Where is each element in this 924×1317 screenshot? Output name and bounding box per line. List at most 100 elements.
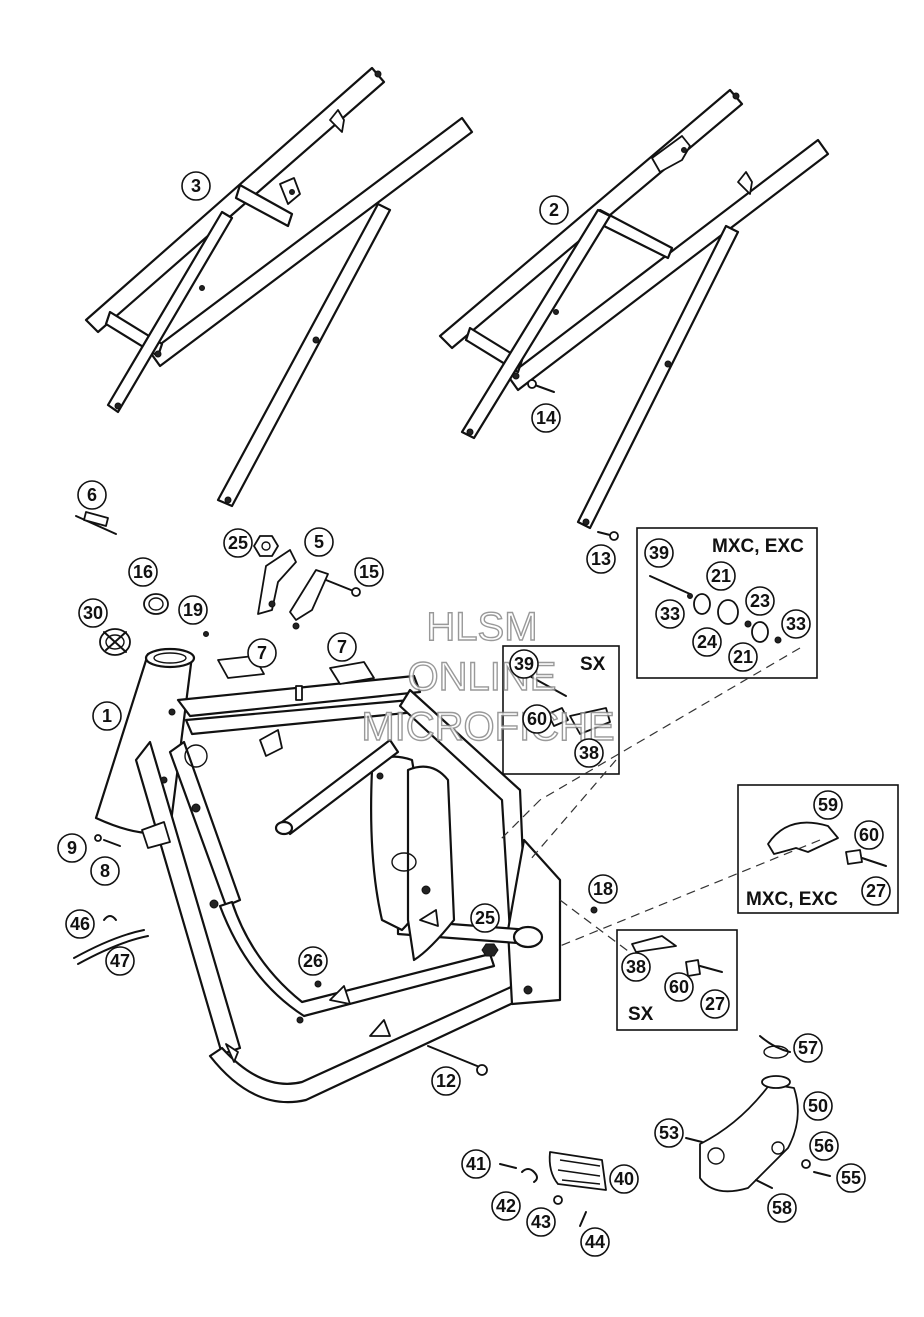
svg-text:39: 39 (514, 654, 534, 674)
callout-25b: 25 (470, 903, 500, 933)
bolt-13 (597, 531, 619, 541)
callout-60b: 60 (854, 820, 884, 850)
callouts: 1 2 3 5 6 7 7 8 9 12 13 14 15 16 18 19 2… (57, 171, 891, 1257)
svg-text:60: 60 (669, 977, 689, 997)
svg-text:15: 15 (359, 562, 379, 582)
svg-text:3: 3 (191, 176, 201, 196)
callout-55: 55 (836, 1163, 866, 1193)
svg-text:27: 27 (866, 881, 886, 901)
callout-33a: 33 (655, 599, 685, 629)
callout-16: 16 (128, 557, 158, 587)
callout-41: 41 (461, 1149, 491, 1179)
svg-text:47: 47 (110, 951, 130, 971)
svg-text:53: 53 (659, 1123, 679, 1143)
svg-text:19: 19 (183, 600, 203, 620)
watermark-line-3: MICROFICHE (361, 705, 614, 749)
svg-text:5: 5 (314, 532, 324, 552)
svg-text:14: 14 (536, 408, 556, 428)
svg-text:27: 27 (705, 994, 725, 1014)
callout-57: 57 (793, 1033, 823, 1063)
svg-text:40: 40 (614, 1169, 634, 1189)
svg-text:38: 38 (626, 957, 646, 977)
svg-text:33: 33 (786, 614, 806, 634)
svg-text:57: 57 (798, 1038, 818, 1058)
callout-6: 6 (77, 480, 107, 510)
callout-23: 23 (745, 586, 775, 616)
callout-1: 1 (92, 701, 122, 731)
callout-42: 42 (491, 1191, 521, 1221)
callout-27b: 27 (700, 989, 730, 1019)
svg-text:33: 33 (660, 604, 680, 624)
main-frame-1 (94, 647, 562, 1104)
svg-text:26: 26 (303, 951, 323, 971)
svg-text:30: 30 (83, 603, 103, 623)
callout-14: 14 (531, 403, 561, 433)
box-mxc-exc-top: MXC, EXC (636, 527, 818, 679)
svg-text:41: 41 (466, 1154, 486, 1174)
callout-24: 24 (692, 627, 722, 657)
callout-21a: 21 (706, 561, 736, 591)
callout-18: 18 (588, 874, 618, 904)
callout-38b: 38 (621, 952, 651, 982)
box-sx-bottom: SX (616, 929, 738, 1031)
svg-text:21: 21 (711, 566, 731, 586)
callout-21b: 21 (728, 642, 758, 672)
svg-text:7: 7 (337, 637, 347, 657)
callout-39b: 39 (509, 649, 539, 679)
svg-text:44: 44 (585, 1232, 605, 1252)
svg-text:39: 39 (649, 543, 669, 563)
svg-text:25: 25 (228, 533, 248, 553)
subframe-2 (438, 88, 830, 530)
svg-text:46: 46 (70, 914, 90, 934)
callout-46: 46 (65, 909, 95, 939)
svg-text:43: 43 (531, 1212, 551, 1232)
svg-text:24: 24 (697, 632, 717, 652)
box-label-sx-top: SX (580, 654, 606, 675)
dashed-leaders (499, 647, 821, 961)
box-sx-top: SX (502, 645, 620, 775)
callout-3: 3 (181, 171, 211, 201)
box-mxc-exc-bottom: MXC, EXC (737, 784, 899, 914)
callout-26: 26 (298, 946, 328, 976)
svg-text:18: 18 (593, 879, 613, 899)
subframe-3 (84, 66, 474, 508)
callout-44: 44 (580, 1227, 610, 1257)
svg-text:23: 23 (750, 591, 770, 611)
svg-text:8: 8 (100, 861, 110, 881)
callout-19: 19 (178, 595, 208, 625)
callout-60a: 60 (522, 704, 552, 734)
callout-59: 59 (813, 790, 843, 820)
callout-7b: 7 (327, 632, 357, 662)
parts-footrest (499, 1151, 607, 1227)
callout-40: 40 (609, 1164, 639, 1194)
callout-33b: 33 (781, 609, 811, 639)
svg-text:12: 12 (436, 1071, 456, 1091)
svg-text:50: 50 (808, 1096, 828, 1116)
parts-left (73, 511, 209, 965)
svg-text:42: 42 (496, 1196, 516, 1216)
callout-47: 47 (105, 946, 135, 976)
watermark: HLSM ONLINE MICROFICHE (361, 604, 616, 749)
box-label-mxc-exc-bottom: MXC, EXC (746, 889, 838, 910)
svg-text:2: 2 (549, 200, 559, 220)
callout-2: 2 (539, 195, 569, 225)
callout-56: 56 (809, 1131, 839, 1161)
callout-27a: 27 (861, 876, 891, 906)
svg-text:59: 59 (818, 795, 838, 815)
svg-text:1: 1 (102, 706, 112, 726)
box-label-sx-bottom: SX (628, 1004, 654, 1025)
callout-25a: 25 (223, 528, 253, 558)
callout-8: 8 (90, 856, 120, 886)
callout-53: 53 (654, 1118, 684, 1148)
callout-60c: 60 (664, 972, 694, 1002)
svg-text:60: 60 (527, 709, 547, 729)
callout-30: 30 (78, 598, 108, 628)
svg-text:16: 16 (133, 562, 153, 582)
callout-43: 43 (526, 1207, 556, 1237)
callout-50: 50 (803, 1091, 833, 1121)
callout-13: 13 (586, 544, 616, 574)
svg-text:7: 7 (257, 643, 267, 663)
callout-5: 5 (304, 527, 334, 557)
svg-text:9: 9 (67, 838, 77, 858)
parts-chain-guide (685, 1035, 831, 1193)
